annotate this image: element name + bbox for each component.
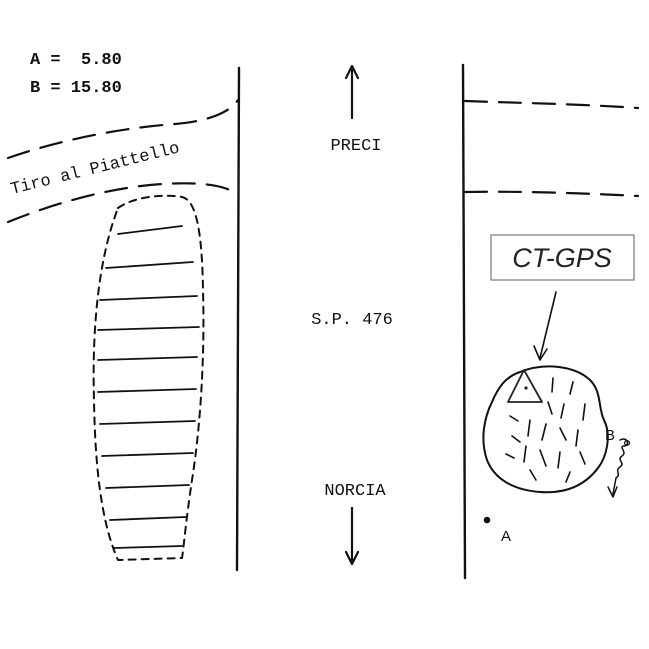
- station-label-box: [490, 234, 635, 281]
- point-b-label: B: [605, 427, 615, 444]
- point-b-marker: [623, 439, 631, 447]
- gps-station-triangle-icon: [507, 369, 543, 403]
- point-b-squiggle: [612, 438, 629, 495]
- road-left-edge: [235, 66, 241, 572]
- right-road-dashed-top: [463, 99, 640, 110]
- right-road-dashed-bottom: [463, 190, 640, 198]
- point-a-marker: [483, 516, 491, 524]
- legend-b-line: B = 15.80: [30, 79, 122, 98]
- point-b-arrowhead: [607, 486, 618, 498]
- station-site-outline: [482, 365, 609, 494]
- station-pointer-arrow: [533, 291, 557, 361]
- side-road-label: Tiro al Piattello: [9, 139, 182, 199]
- station-site-hatching: [505, 377, 586, 483]
- terrace-lines: [97, 225, 200, 549]
- station-label: CT-GPS: [512, 243, 612, 273]
- road-label-norcia: NORCIA: [324, 482, 386, 501]
- legend-a-line: A = 5.80: [30, 51, 122, 70]
- arrow-to-preci: [344, 64, 360, 120]
- point-a-label: A: [501, 528, 511, 545]
- road-label-preci: PRECI: [330, 137, 381, 156]
- arrow-to-norcia: [344, 506, 360, 566]
- terraced-field-outline: [92, 194, 205, 561]
- side-road-bottom-edge: [6, 182, 240, 224]
- road-right-edge: [461, 63, 467, 580]
- road-label-number: S.P. 476: [311, 311, 393, 330]
- side-road-top-edge: [6, 98, 240, 160]
